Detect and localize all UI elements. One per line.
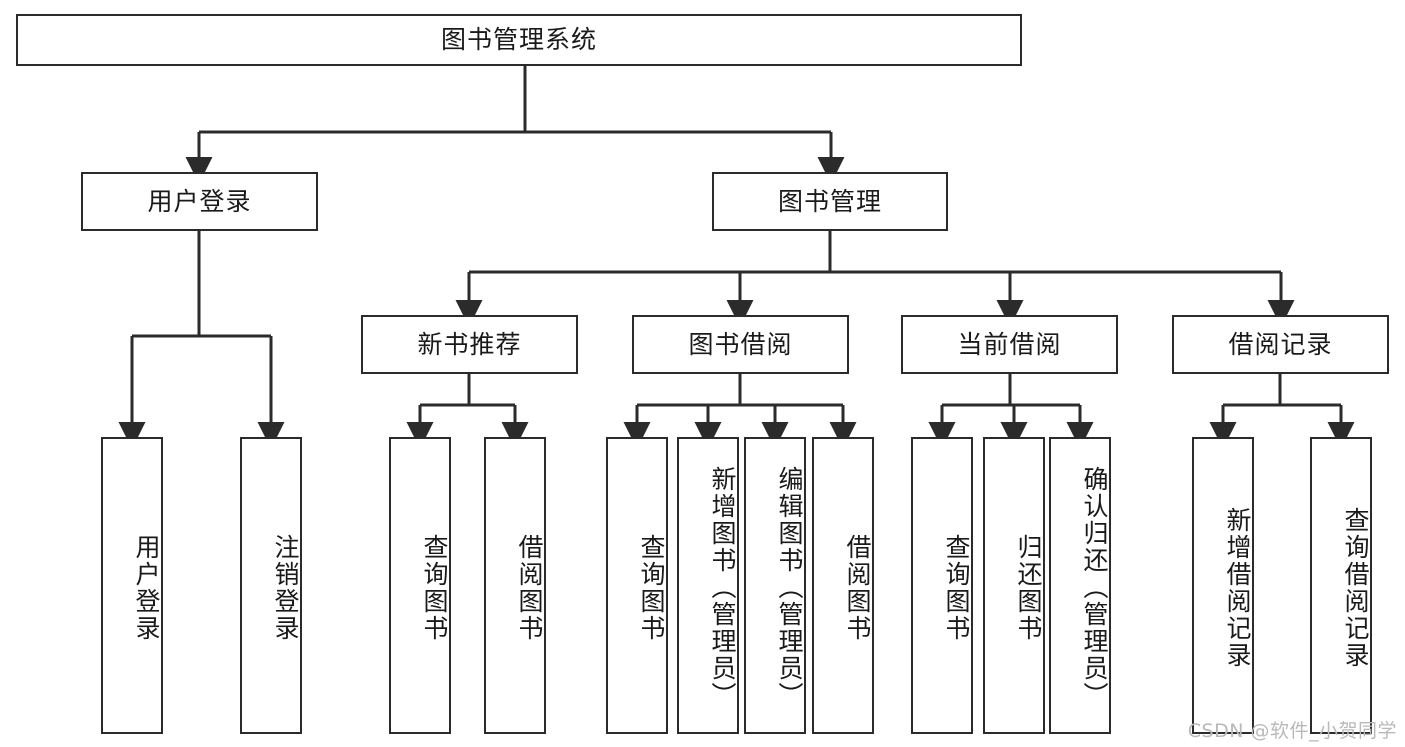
- leaf-query-record-label: 查询借阅记录: [1341, 506, 1370, 669]
- node-borrow-record[interactable]: 借阅记录: [1172, 315, 1389, 374]
- leaf-logout-login[interactable]: 注销登录: [240, 437, 302, 734]
- leaf-logout-login-label: 注销登录: [271, 533, 300, 642]
- leaf-borrow-book-2-label: 借阅图书: [843, 533, 872, 642]
- leaf-borrow-book-1[interactable]: 借阅图书: [484, 437, 546, 734]
- leaf-query-book-3-label: 查询图书: [942, 533, 971, 642]
- leaf-borrow-book-2[interactable]: 借阅图书: [812, 437, 874, 734]
- leaf-return-book[interactable]: 归还图书: [983, 437, 1045, 734]
- leaf-borrow-book-1-label: 借阅图书: [515, 533, 544, 642]
- node-current-borrow[interactable]: 当前借阅: [901, 315, 1118, 374]
- node-user-login[interactable]: 用户登录: [81, 172, 318, 231]
- node-root-label: 图书管理系统: [440, 25, 597, 55]
- leaf-confirm-return[interactable]: 确认归还（管理员）: [1049, 437, 1111, 734]
- leaf-query-book-2[interactable]: 查询图书: [606, 437, 668, 734]
- leaf-user-login[interactable]: 用户登录: [101, 437, 163, 734]
- leaf-confirm-return-label: 确认归还（管理员）: [1080, 466, 1109, 709]
- node-new-book-rec[interactable]: 新书推荐: [361, 315, 578, 374]
- leaf-add-record-label: 新增借阅记录: [1223, 506, 1252, 669]
- node-book-manage[interactable]: 图书管理: [712, 172, 948, 231]
- node-borrow-record-label: 借阅记录: [1228, 329, 1333, 359]
- leaf-query-record[interactable]: 查询借阅记录: [1310, 437, 1372, 734]
- leaf-return-book-label: 归还图书: [1014, 533, 1043, 642]
- leaf-query-book-1-label: 查询图书: [420, 533, 449, 642]
- leaf-query-book-1[interactable]: 查询图书: [389, 437, 451, 734]
- leaf-add-book[interactable]: 新增图书（管理员）: [677, 437, 739, 734]
- csdn-watermark: CSDN @软件_小贺同学: [1187, 720, 1397, 742]
- node-user-login-label: 用户登录: [147, 186, 252, 216]
- leaf-add-book-label: 新增图书（管理员）: [708, 466, 737, 709]
- leaf-user-login-label: 用户登录: [132, 533, 161, 642]
- node-new-book-rec-label: 新书推荐: [417, 329, 522, 359]
- node-root[interactable]: 图书管理系统: [16, 14, 1022, 66]
- node-book-manage-label: 图书管理: [777, 186, 882, 216]
- leaf-edit-book[interactable]: 编辑图书（管理员）: [744, 437, 806, 734]
- node-current-borrow-label: 当前借阅: [957, 329, 1062, 359]
- node-book-borrow[interactable]: 图书借阅: [632, 315, 849, 374]
- leaf-edit-book-label: 编辑图书（管理员）: [775, 466, 804, 709]
- leaf-query-book-3[interactable]: 查询图书: [911, 437, 973, 734]
- leaf-query-book-2-label: 查询图书: [637, 533, 666, 642]
- node-book-borrow-label: 图书借阅: [688, 329, 793, 359]
- leaf-add-record[interactable]: 新增借阅记录: [1192, 437, 1254, 734]
